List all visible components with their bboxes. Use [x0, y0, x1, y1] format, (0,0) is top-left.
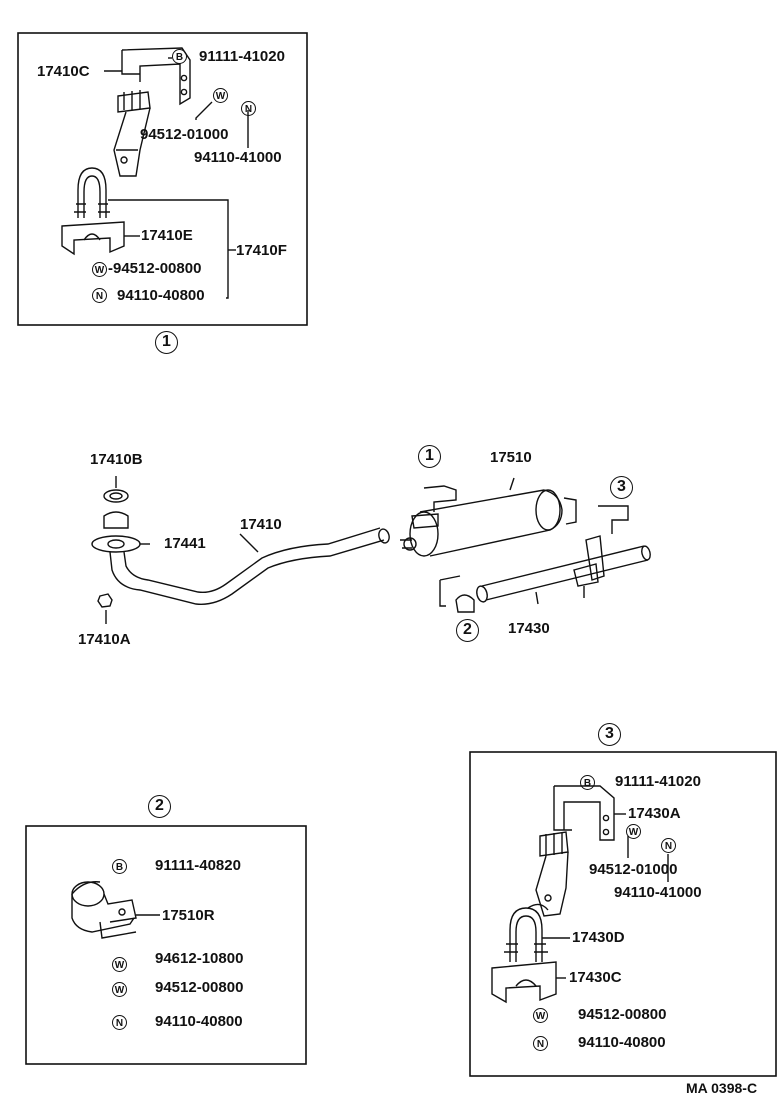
part-17410B-label: 17410B [90, 451, 143, 468]
callout-3: 3 [610, 476, 633, 499]
part-94512-01000-label: 94512-01000 [140, 126, 229, 143]
sub-diagram-2-frame [25, 825, 307, 1065]
part-17430A-label: 17430A [628, 805, 681, 822]
part-17510R-label: 17510R [162, 907, 215, 924]
bracket-17410F [108, 199, 229, 299]
figure-code: MA 0398-C [686, 1080, 758, 1096]
part-91111-41020-label: 91111-41020 [615, 773, 701, 790]
sub-diagram-2-index: 2 [148, 795, 171, 818]
nut-symbol-n: N [533, 1036, 548, 1051]
nut-symbol-n: N [661, 838, 676, 853]
part-94110-40800-s3-label: 94110-40800 [578, 1034, 666, 1051]
part-94512-01000-label: 94512-01000 [589, 861, 678, 878]
washer-symbol-w: W [112, 957, 127, 972]
nut-symbol-n: N [241, 101, 256, 116]
exhaust-pipe-17410-drawing [109, 527, 390, 605]
washer-symbol-w: W [533, 1008, 548, 1023]
nut-symbol-n: N [112, 1015, 127, 1030]
part-17410E-label: 17410E [141, 227, 193, 244]
gasket-17410B-drawing [103, 476, 129, 503]
part-91111-40820-label: 91111-40820 [155, 857, 241, 874]
sub-diagram-3-index: 3 [598, 723, 621, 746]
washer-symbol-w: W [213, 88, 228, 103]
washer-symbol-w: W [112, 982, 127, 997]
sub-diagram-1 [17, 32, 308, 326]
main-assembly [91, 476, 651, 624]
washer-symbol-w: W [626, 824, 641, 839]
bolt-symbol-b: B [172, 49, 187, 64]
sub-diagram-1-index: 1 [155, 331, 178, 354]
washer-symbol-w: W [92, 262, 107, 277]
part-17430D-label: 17430D [572, 929, 625, 946]
hanger-bracket-17430A-drawing [535, 785, 615, 917]
part-17430-label: 17430 [508, 620, 550, 637]
hanger-bracket-17410C-drawing [113, 47, 191, 177]
u-bolt-clamp-17430C-drawing [491, 903, 557, 1004]
clamp-17510R-drawing [71, 881, 137, 939]
callout-1: 1 [418, 445, 441, 468]
part-17441-label: 17441 [164, 535, 206, 552]
part-17410-label: 17410 [240, 516, 282, 533]
leader-94512-01000 [195, 101, 213, 120]
bolt-symbol-b: B [112, 859, 127, 874]
tail-pipe-17430-drawing [439, 505, 651, 613]
part-17410C-label: 17410C [37, 63, 90, 80]
part-94110-40800-label: 94110-40800 [155, 1013, 243, 1030]
bolt-symbol-b: B [580, 775, 595, 790]
part-91111-41020-label: 91111-41020 [199, 48, 285, 65]
sub-diagram-1-frame [17, 32, 308, 326]
flange-17441-drawing [91, 511, 150, 553]
muffler-17510-drawing [400, 477, 577, 557]
part-94512-00800-label: 94512-00800 [155, 979, 244, 996]
sub-diagram-3-frame [469, 751, 777, 1077]
u-bolt-clamp-17410E-drawing [61, 167, 125, 256]
part-94612-10800-label: 94612-10800 [155, 950, 244, 967]
part-94110-41000-label: 94110-41000 [614, 884, 702, 901]
part-17410A-label: 17410A [78, 631, 131, 648]
part-17510-label: 17510 [490, 449, 532, 466]
part-94512-00800-label: -94512-00800 [108, 260, 202, 277]
sub-diagram-2 [25, 825, 307, 1065]
nut-symbol-n: N [92, 288, 107, 303]
part-17410F-label: 17410F [236, 242, 287, 259]
nut-17410A-drawing [97, 593, 113, 624]
callout-2: 2 [456, 619, 479, 642]
part-94512-00800-s3-label: 94512-00800 [578, 1006, 667, 1023]
part-17430C-label: 17430C [569, 969, 622, 986]
part-94110-41000-label: 94110-41000 [194, 149, 282, 166]
sub-diagram-3 [469, 751, 777, 1077]
part-94110-40800-label: 94110-40800 [117, 287, 205, 304]
